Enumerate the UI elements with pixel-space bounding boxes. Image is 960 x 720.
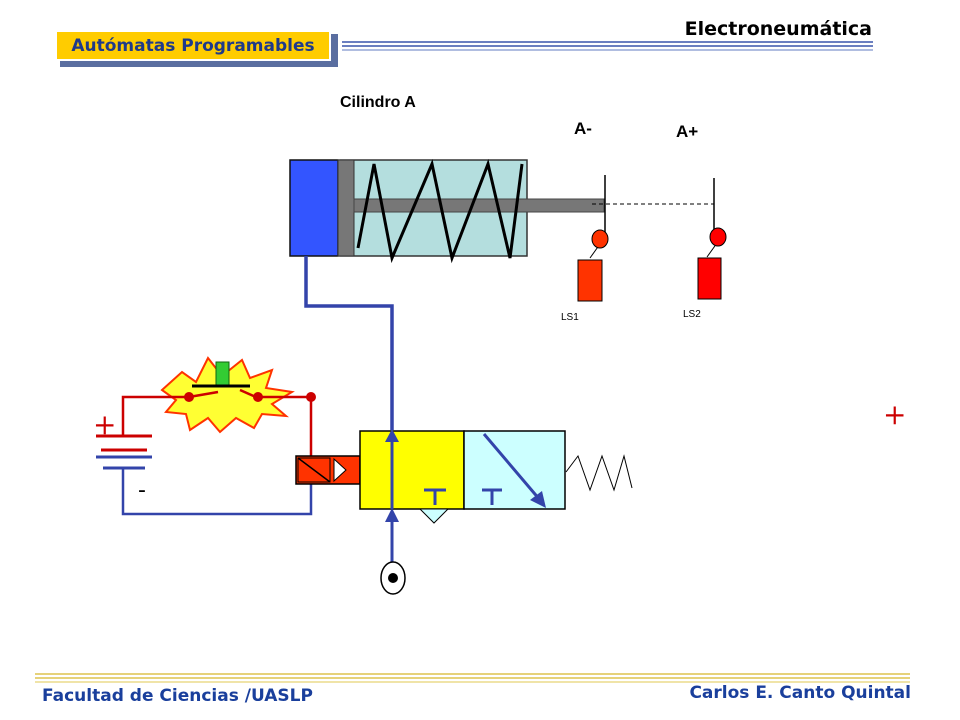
pushbutton-cap [215, 361, 230, 387]
slide-title: Electroneumática [684, 18, 872, 40]
directional-valve [359, 429, 566, 524]
pressure-source-dot [388, 573, 398, 583]
pneumatic-line [304, 256, 394, 430]
limit-switch-ls2-label: LS2 [683, 309, 701, 320]
position-extended-label: A+ [676, 122, 698, 141]
battery [96, 434, 152, 470]
return-spring [356, 158, 524, 264]
footer-divider [35, 673, 910, 683]
course-banner: Autómatas Programables [55, 30, 331, 61]
piston [337, 159, 355, 257]
position-retracted-label: A- [574, 119, 592, 138]
footer-institution: Facultad de Ciencias /UASLP [42, 686, 313, 706]
cylinder-label: Cilindro A [340, 94, 416, 111]
header-divider [342, 41, 873, 51]
battery-plus-sign: + [93, 408, 116, 441]
limit-switch-ls1 [577, 229, 609, 302]
piston-rod [353, 198, 605, 213]
cylinder-cap [289, 159, 339, 257]
terminal-solenoid [306, 392, 316, 402]
footer-author: Carlos E. Canto Quintal [689, 683, 911, 703]
circuit-blue-wire [121, 468, 313, 516]
limit-switch-ls1-label: LS1 [561, 312, 579, 323]
terminal-right [253, 392, 263, 402]
valve-spring [565, 454, 633, 492]
terminal-left [184, 392, 194, 402]
cylinder-a [289, 158, 605, 264]
battery-minus-sign: - [138, 478, 146, 503]
push-button[interactable] [160, 356, 295, 434]
plus-sign: + [883, 398, 906, 431]
valve-position-1 [359, 430, 465, 510]
solenoid [295, 455, 361, 485]
pushbutton-burst [160, 356, 295, 434]
limit-switch-ls2 [697, 227, 727, 300]
